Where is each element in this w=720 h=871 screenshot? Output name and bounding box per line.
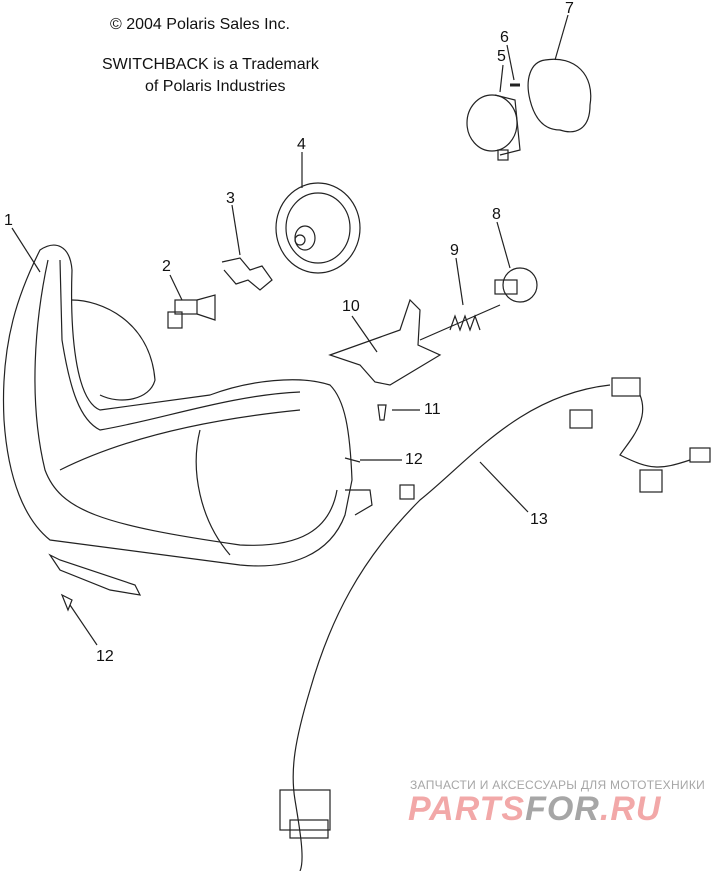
callout-10: 10 <box>342 298 360 315</box>
callout-13: 13 <box>530 511 548 528</box>
bracket <box>328 298 442 386</box>
reflector-bowl <box>275 182 361 274</box>
bulb <box>167 294 216 329</box>
callout-3: 3 <box>226 190 235 207</box>
callout-8: 8 <box>492 206 501 223</box>
adjuster-spring <box>449 314 481 332</box>
logo-part-1: PARTS <box>408 790 526 828</box>
callout-9: 9 <box>450 242 459 259</box>
clip-nut <box>399 484 415 500</box>
callout-4: 4 <box>297 136 306 153</box>
callout-12b: 12 <box>96 648 114 665</box>
screw <box>377 404 387 421</box>
screw-2 <box>344 457 361 463</box>
callout-6: 6 <box>500 29 509 46</box>
spring-clip <box>221 257 273 291</box>
callout-1: 1 <box>4 212 13 229</box>
watermark-subtitle: ЗАПЧАСТИ И АКСЕССУАРЫ ДЛЯ МОТОТЕХНИКИ <box>410 778 706 792</box>
callout-5: 5 <box>497 48 506 65</box>
wire-harness <box>279 377 711 871</box>
leader-lines <box>11 14 569 646</box>
trademark-line-1: SWITCHBACK is a Trademark <box>102 56 319 73</box>
gasket <box>527 58 592 133</box>
logo-part-3: .RU <box>599 790 662 828</box>
parking-lamp <box>466 94 521 161</box>
callout-12a: 12 <box>405 451 423 468</box>
trademark-line-2: of Polaris Industries <box>145 78 286 95</box>
logo-part-2: FOR <box>525 790 600 828</box>
callout-7: 7 <box>565 0 574 17</box>
adjuster-knob <box>494 267 538 303</box>
headlight-housing <box>2 244 373 612</box>
copyright-text: © 2004 Polaris Sales Inc. <box>110 16 290 33</box>
callout-2: 2 <box>162 258 171 275</box>
callout-11: 11 <box>424 401 441 418</box>
watermark-logo: PARTSFOR.RU <box>408 790 661 829</box>
